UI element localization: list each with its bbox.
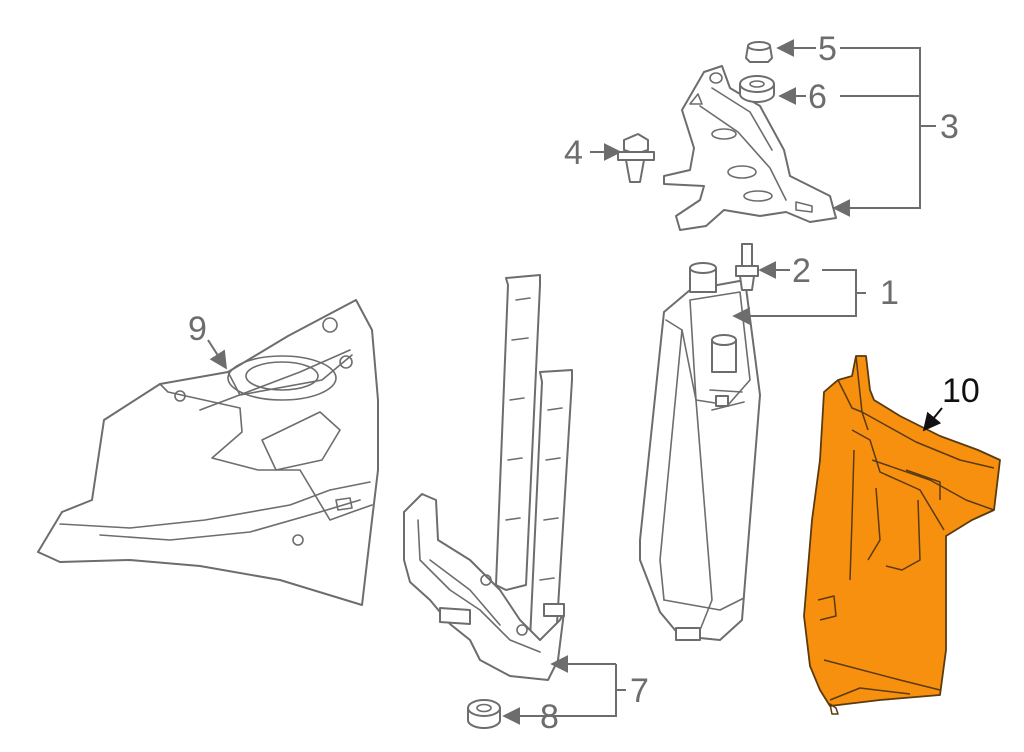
callout-9: 9 [188, 310, 207, 348]
callout-3: 3 [940, 108, 959, 146]
callout-1: 1 [880, 274, 899, 312]
leader-lines [207, 39, 943, 725]
part-9-deflector [37, 299, 379, 606]
part-2-bolt [735, 243, 759, 291]
callout-5: 5 [818, 30, 837, 68]
part-7-bracket [403, 274, 573, 681]
part-4-push-clip [617, 133, 655, 183]
callout-7: 7 [630, 672, 649, 710]
part-6-grommet [739, 75, 775, 103]
part-8-grommet [467, 699, 501, 729]
callout-6: 6 [808, 78, 827, 116]
part-5-cap [745, 41, 773, 63]
part-1-cooler [639, 262, 761, 641]
callout-4: 4 [564, 134, 583, 172]
callout-10: 10 [942, 372, 980, 410]
callout-8: 8 [540, 698, 559, 736]
callout-2: 2 [792, 252, 811, 290]
part-10-air-duct-highlighted [803, 355, 1001, 715]
